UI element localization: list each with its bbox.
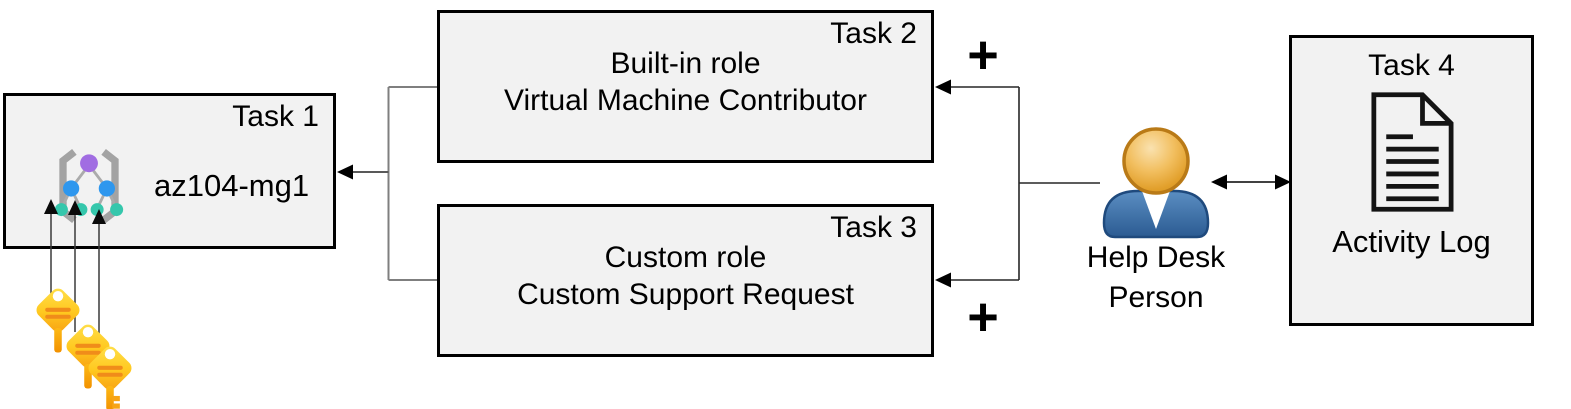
task2-role-name: Virtual Machine Contributor (504, 84, 867, 117)
plus-sign-bottom: + (967, 287, 999, 347)
task3-role-name: Custom Support Request (517, 278, 854, 311)
task2-box: Task 2 Built-in role Virtual Machine Con… (437, 10, 934, 163)
document-icon (1370, 92, 1453, 212)
task2-badge: Task 2 (830, 17, 917, 50)
person-label: Help Desk Person (1078, 238, 1234, 318)
left-fork (387, 86, 437, 281)
task3-box: Task 3 Custom role Custom Support Reques… (437, 204, 934, 357)
management-group-name: az104-mg1 (154, 168, 310, 203)
key-icon (85, 343, 135, 409)
task3-role-type: Custom role (604, 241, 767, 274)
arrow-to-task2 (935, 79, 951, 95)
arrow-to-task1 (337, 164, 389, 180)
right-fork (950, 86, 1100, 281)
key-icons (33, 285, 135, 409)
task1-box: Task 1 az104-mg1 (3, 93, 336, 249)
management-group-icon (54, 149, 124, 223)
plus-sign-top: + (967, 25, 999, 85)
person-label-line2: Person (1108, 281, 1204, 314)
arrow-to-task3 (935, 272, 951, 288)
task4-caption: Activity Log (1332, 224, 1491, 259)
double-arrow-person-task4 (1211, 174, 1291, 190)
person-label-line1: Help Desk (1086, 241, 1226, 274)
task4-box: Task 4 Activity Log (1289, 35, 1534, 326)
task4-badge: Task 4 (1368, 49, 1455, 82)
task2-role-type: Built-in role (610, 47, 761, 80)
task1-badge: Task 1 (232, 100, 319, 133)
task3-badge: Task 3 (830, 211, 917, 244)
person-icon (1102, 127, 1210, 239)
